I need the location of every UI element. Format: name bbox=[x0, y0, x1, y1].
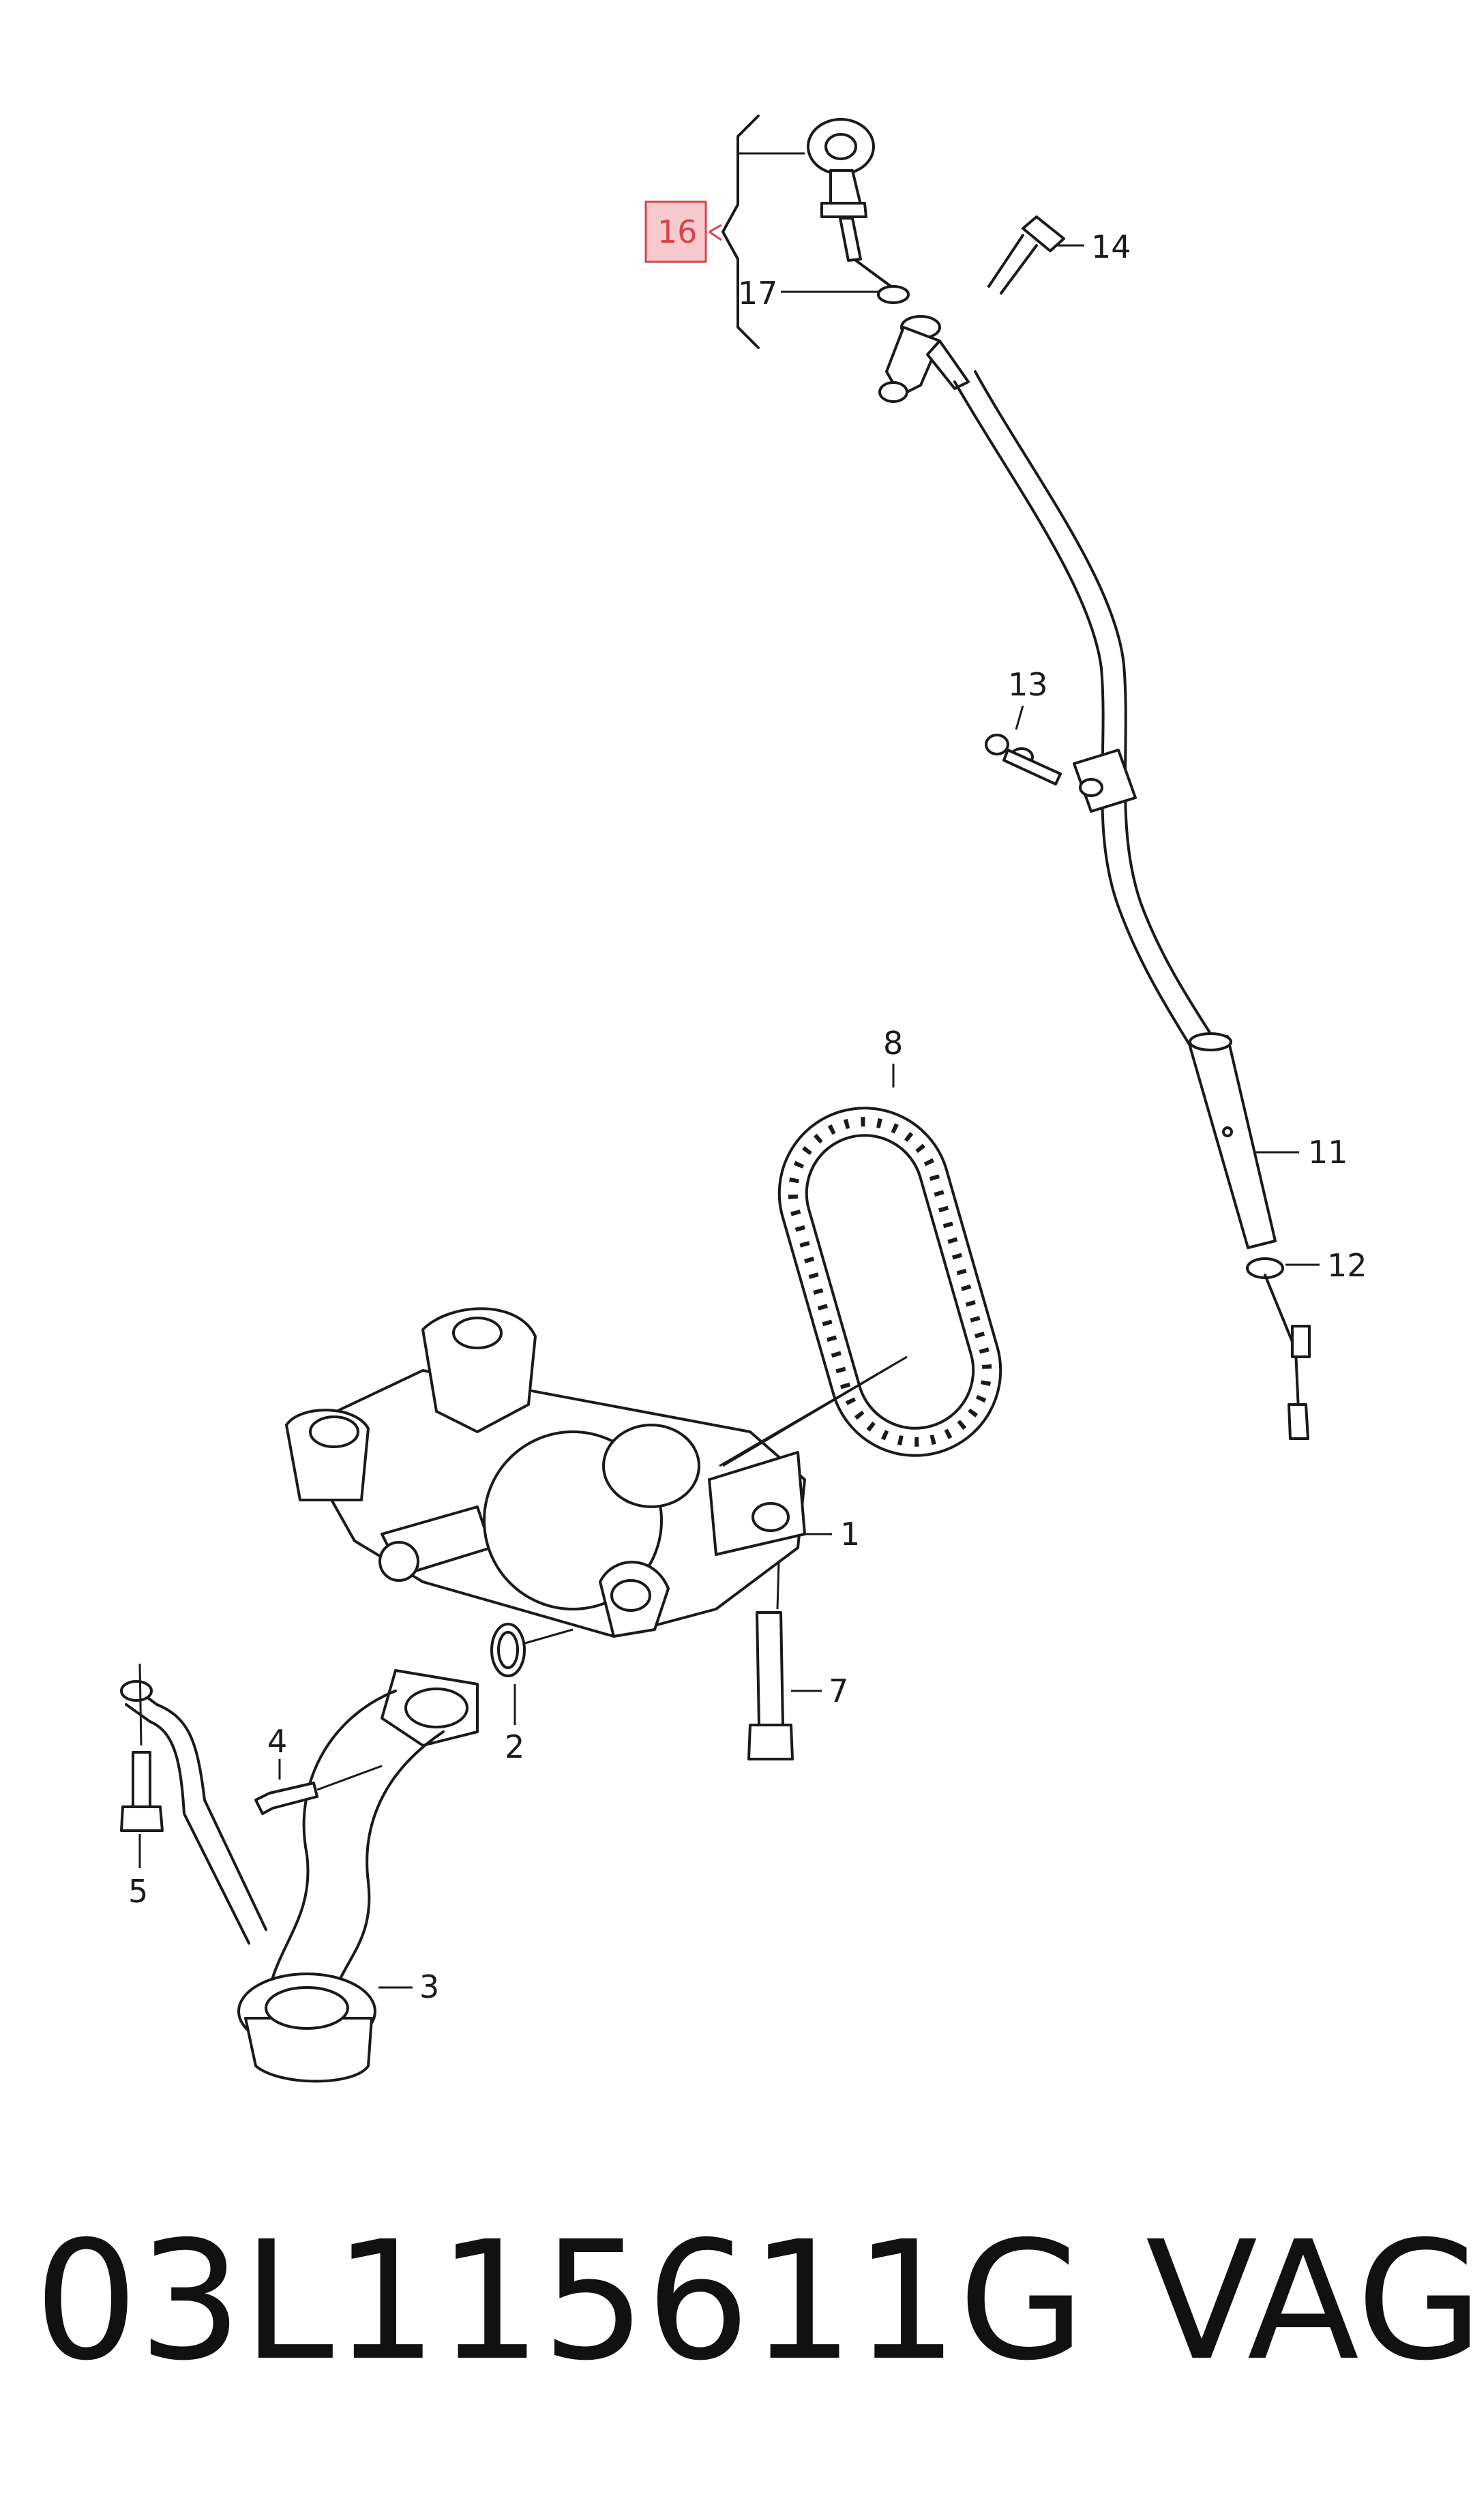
callout-labels: 1 2 3 4 5 7 8 11 12 13 14 17 bbox=[128, 228, 1367, 2005]
bolt-4 bbox=[254, 1765, 383, 1815]
callout-14: 14 bbox=[1091, 228, 1131, 265]
dipstick-handle bbox=[807, 118, 902, 295]
callout-12: 12 bbox=[1327, 1247, 1367, 1284]
callout-11: 11 bbox=[1308, 1134, 1348, 1171]
callout-16: 16 bbox=[657, 213, 698, 250]
callout-8: 8 bbox=[883, 1025, 903, 1062]
stud-14 bbox=[987, 215, 1065, 295]
callout-1: 1 bbox=[840, 1516, 860, 1552]
leader-lines bbox=[138, 244, 1320, 1989]
callout-17: 17 bbox=[738, 275, 778, 312]
leader-pump-belt bbox=[719, 1355, 908, 1467]
brand-label: VAG bbox=[1146, 2206, 1473, 2397]
guide-tube-top bbox=[878, 315, 970, 403]
callout-5: 5 bbox=[128, 1873, 148, 1910]
callout-2: 2 bbox=[505, 1728, 524, 1765]
toothed-belt bbox=[777, 1107, 1002, 1457]
oil-pump bbox=[285, 1307, 908, 1638]
bolt-7 bbox=[747, 1561, 794, 1760]
bracket-16 bbox=[721, 115, 760, 349]
callout-13: 13 bbox=[1008, 666, 1048, 703]
guide-tube bbox=[953, 370, 1225, 1065]
guide-tube-lower bbox=[1189, 1032, 1311, 1440]
bracket-arm bbox=[120, 1680, 267, 1945]
part-number: 03L115611G bbox=[34, 2206, 1086, 2397]
bolt-13 bbox=[985, 734, 1062, 785]
o-ring-2 bbox=[490, 1623, 526, 1677]
o-ring-17 bbox=[877, 285, 910, 304]
footer: 03L115611G VAG bbox=[27, 2189, 1473, 2414]
bolt-5 bbox=[120, 1663, 164, 1832]
callout-7: 7 bbox=[829, 1672, 848, 1709]
callout-4: 4 bbox=[267, 1723, 287, 1760]
leader-oring-pump bbox=[524, 1628, 574, 1645]
suction-pipe bbox=[237, 1669, 479, 2083]
callout-16-highlight[interactable]: 16 bbox=[644, 200, 722, 263]
callout-3: 3 bbox=[419, 1968, 439, 2005]
